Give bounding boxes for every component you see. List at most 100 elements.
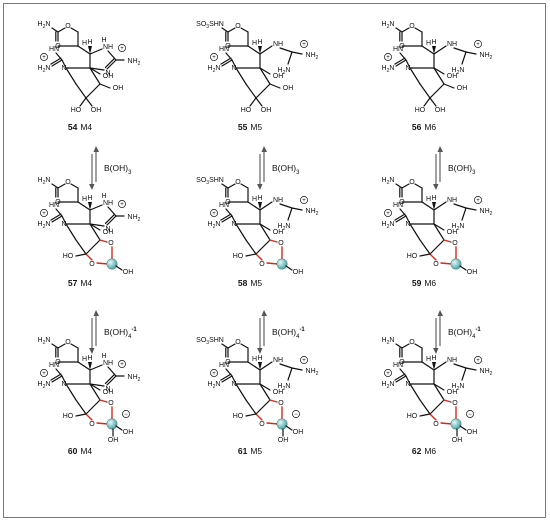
bond [401,343,410,349]
charge-sign: + [120,202,124,208]
arrow-head-down-icon [433,184,439,190]
bond [461,51,467,65]
boron-bond [443,239,452,243]
atom-label: H2N [382,177,395,186]
bond [421,201,435,211]
plus-charge-icon [384,369,392,377]
atom-label: O [89,261,95,268]
atom-label: O [433,421,439,428]
bond [61,215,67,225]
bond [419,239,431,255]
atom-label: HO [71,107,82,114]
atom-label: NH [273,41,283,48]
bond [287,207,293,221]
atom-label: N [405,65,410,72]
bond [433,67,445,75]
atom-label: O [409,179,415,186]
bond [395,343,403,349]
bond [401,27,410,33]
compound-form: M5 [250,122,262,132]
bond [461,207,467,221]
arrow-head-up-icon [437,310,443,316]
bond [279,363,293,369]
atom-label: OH [457,85,468,92]
charge-sign: + [120,362,124,368]
plus-charge-icon [474,196,482,204]
atom-label: H [252,196,257,203]
bond [75,399,87,415]
atom-label: N [105,226,110,233]
atom-label: N [105,386,110,393]
atom-label: O [259,421,265,428]
bond [419,253,431,257]
atom-label: HN [49,46,59,53]
bond [433,223,445,241]
bond [249,97,257,107]
bond [231,215,237,225]
atom-label: NH2 [128,58,141,67]
atom-label: H2N [208,65,221,74]
double-bond [51,59,63,67]
compound-number: 61 [238,446,248,456]
bond [433,45,447,55]
bond [51,343,59,349]
boron-bond [440,262,453,265]
bond [89,364,103,371]
double-bond [220,373,232,381]
boron-atom-icon [450,258,462,270]
atom-label: OH [108,437,119,444]
charge-sign: + [476,42,480,48]
boron-atom-icon [276,258,288,270]
bond [221,183,229,189]
atom-label: HO [241,107,252,114]
bond [247,201,261,211]
atom-label: N [231,381,236,388]
atom-label: H [257,355,262,362]
atom-label: HO [407,413,418,420]
bond [245,399,257,415]
atom-label: H2N [452,223,465,232]
bond [255,239,271,255]
bond [433,67,445,85]
double-bond [51,215,63,223]
bond [405,375,411,385]
compound-number: 55 [238,122,248,132]
atom-label: NH2 [306,52,319,61]
double-bond [50,213,62,221]
bond [57,27,66,33]
atom-label: H2N [382,381,395,390]
double-bond [221,215,233,223]
atom-label: OH [273,229,284,236]
compound-form: M4 [80,446,92,456]
bond [247,45,261,55]
plus-charge-icon [210,209,218,217]
boron-atom-icon [276,418,288,430]
bond [255,399,271,415]
bond [287,367,293,381]
double-bond [221,59,233,67]
bond [89,383,105,387]
atom-label: OH [293,429,304,436]
atom-label: OH [447,229,458,236]
bond [89,383,101,401]
boron-bond [99,399,108,403]
boron-bond [85,413,93,421]
bond [231,59,237,69]
bond [89,223,105,227]
bond [70,27,79,33]
bond [259,223,271,241]
double-bond [51,375,63,383]
bond [85,97,93,107]
double-bond [106,375,117,386]
atom-label: OH [447,389,458,396]
bond [259,67,271,75]
bond [89,204,103,211]
